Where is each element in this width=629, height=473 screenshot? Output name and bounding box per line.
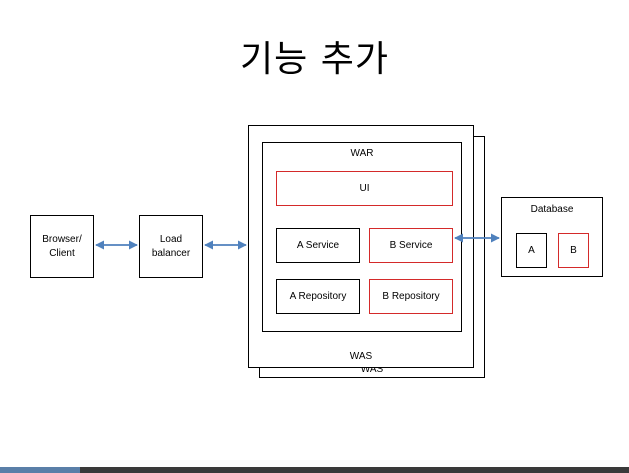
b-repository-label: B Repository xyxy=(382,290,440,302)
war-label: WAR xyxy=(350,148,374,159)
b-service-label: B Service xyxy=(389,239,433,251)
a-service-label: A Service xyxy=(296,239,340,251)
browser-client-box: Browser/ Client xyxy=(30,215,94,278)
db-a-label: A xyxy=(528,244,535,256)
database-label: Database xyxy=(530,204,574,215)
bottom-bar-accent xyxy=(0,467,80,473)
b-service-box: B Service xyxy=(369,228,453,263)
load-balancer-label: Load balancer xyxy=(151,234,191,259)
a-repository-label: A Repository xyxy=(289,290,347,302)
slide-title: 기능 추가 xyxy=(240,39,389,80)
ui-label: UI xyxy=(359,182,370,194)
load-balancer-box: Load balancer xyxy=(139,215,203,278)
b-repository-box: B Repository xyxy=(369,279,453,314)
a-repository-box: A Repository xyxy=(276,279,360,314)
was-back-label: WAS xyxy=(360,364,384,375)
db-b-box: B xyxy=(558,233,589,268)
browser-client-label: Browser/ Client xyxy=(42,234,82,259)
db-a-box: A xyxy=(516,233,547,268)
db-b-label: B xyxy=(570,244,577,256)
was-label: WAS xyxy=(349,351,373,362)
a-service-box: A Service xyxy=(276,228,360,263)
bottom-bar xyxy=(0,467,629,473)
ui-box: UI xyxy=(276,171,453,206)
